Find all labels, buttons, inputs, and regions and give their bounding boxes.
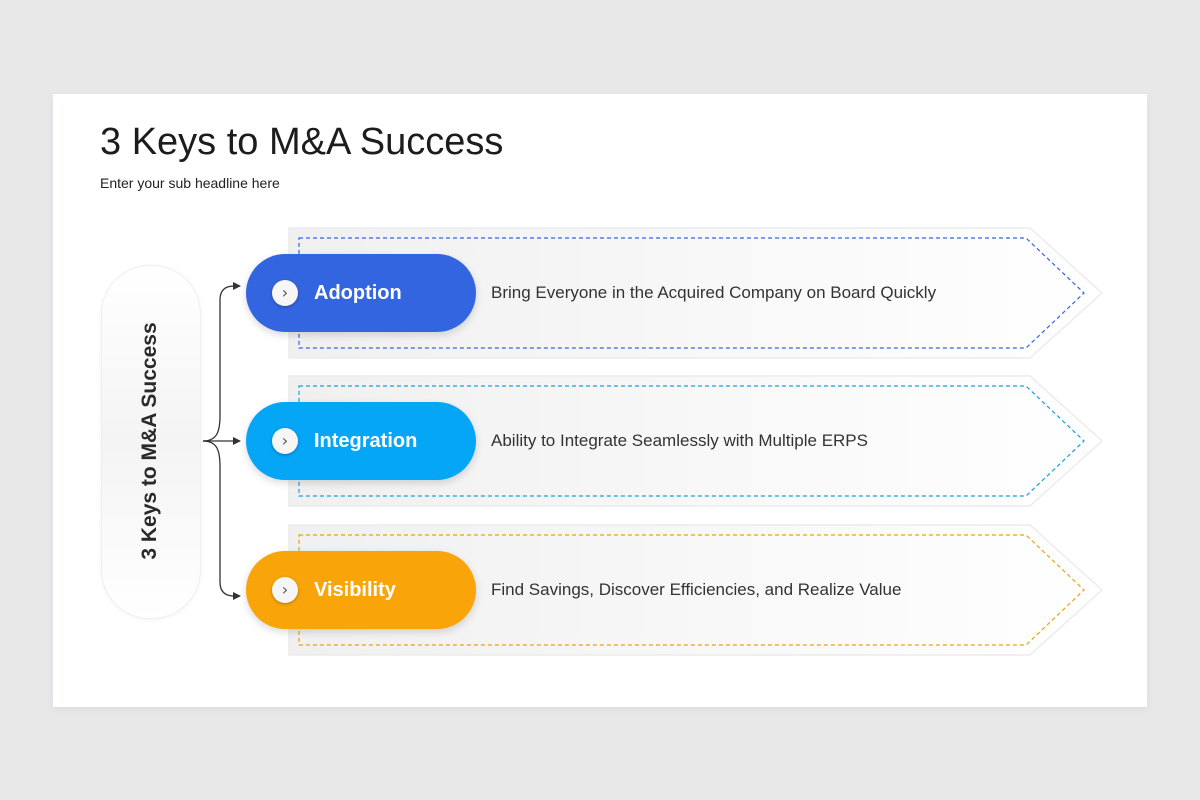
arrow-panel-adoption: [288, 227, 1104, 359]
chevron-right-icon: ›: [272, 428, 298, 454]
arrow-panel-integration: [288, 375, 1104, 507]
key-label-visibility: Visibility: [314, 579, 396, 601]
chevron-right-icon: ›: [272, 280, 298, 306]
arrow-panel-visibility: [288, 524, 1104, 656]
key-label-integration: Integration: [314, 430, 418, 452]
key-label-adoption: Adoption: [314, 282, 402, 304]
vertical-title-capsule: [101, 265, 201, 619]
key-pill-adoption[interactable]: › Adoption: [246, 254, 476, 332]
key-description-integration: Ability to Integrate Seamlessly with Mul…: [491, 431, 868, 450]
slide-subtitle: Enter your sub headline here: [100, 175, 280, 191]
chevron-right-icon: ›: [272, 577, 298, 603]
key-description-adoption: Bring Everyone in the Acquired Company o…: [491, 283, 937, 302]
key-description-visibility: Find Savings, Discover Efficiencies, and…: [491, 580, 902, 599]
key-pill-visibility[interactable]: › Visibility: [246, 551, 476, 629]
key-pill-integration[interactable]: › Integration: [246, 402, 476, 480]
slide-title: 3 Keys to M&A Success: [100, 121, 504, 163]
